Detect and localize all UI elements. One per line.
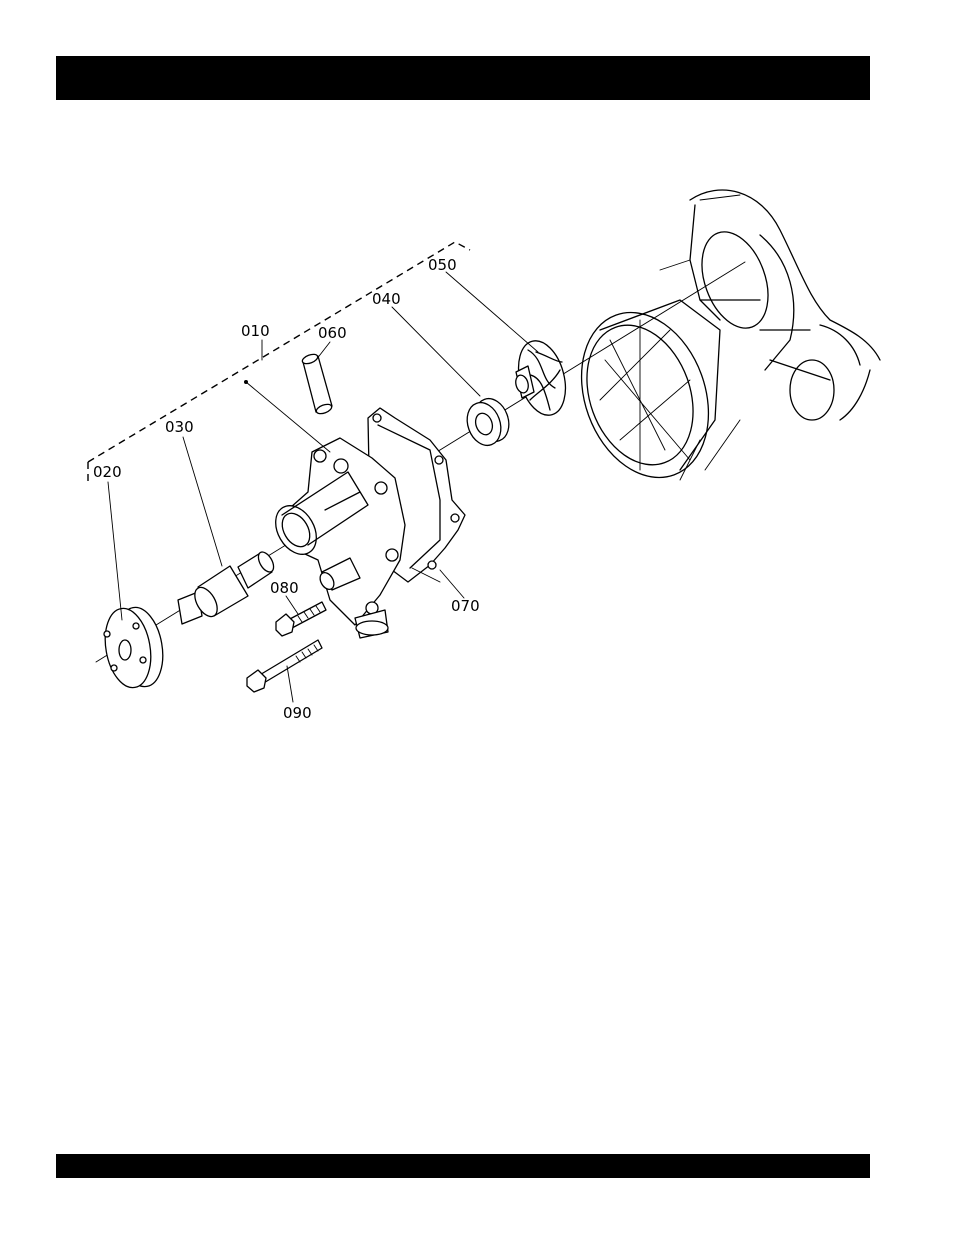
- pipe: [301, 353, 333, 416]
- callout-040: 040: [372, 290, 401, 308]
- callout-050: 050: [428, 256, 457, 274]
- callout-020: 020: [93, 463, 122, 481]
- callout-080: 080: [270, 579, 299, 597]
- pulley-flange: [99, 604, 168, 691]
- footer-bar: [56, 1154, 870, 1178]
- callout-030: 030: [165, 418, 194, 436]
- callout-090: 090: [283, 704, 312, 722]
- short-bolt: [276, 602, 326, 636]
- callout-010: 010: [241, 322, 270, 340]
- mechanical-seal: [461, 394, 514, 450]
- bearing-shaft: [178, 549, 277, 624]
- long-bolt: [247, 640, 322, 692]
- engine-housing: [560, 190, 880, 495]
- impeller: [511, 336, 573, 421]
- callout-070: 070: [451, 597, 480, 615]
- callout-060: 060: [318, 324, 347, 342]
- pump-body: [267, 408, 465, 638]
